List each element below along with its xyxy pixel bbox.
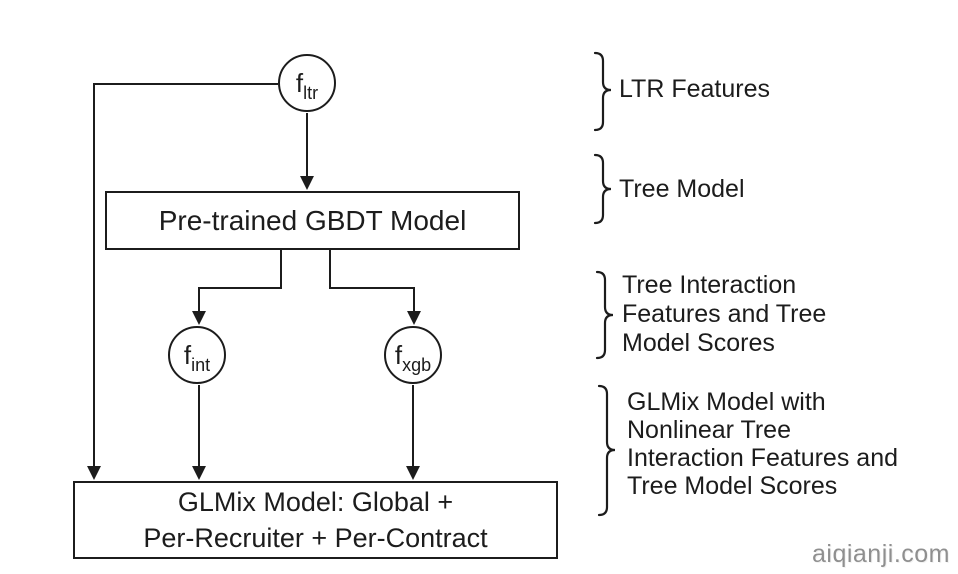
edge-gbdt-to-fxgb-arrow [329,250,421,325]
annotation-line: Interaction Features and [627,444,898,472]
annotation-line: LTR Features [619,75,770,103]
node-glmix-box: GLMix Model: Global + Per-Recruiter + Pe… [73,481,558,559]
curly-brace-ltr-features [593,51,612,132]
node-fint-label: fint [183,340,211,375]
gbdt-box-label: Pre-trained GBDT Model [158,204,467,236]
node-fltr-subscript: ltr [303,83,319,103]
edge-fltr-bypass-to-glmix-arrow [87,83,278,480]
node-fxgb: fxgb [384,326,442,384]
annotation-line: Tree Interaction [622,271,797,299]
curly-brace-tree-interaction [595,270,614,360]
node-fint-subscript: int [191,355,211,375]
node-fint: fint [168,326,226,384]
annotation-glmix-model: GLMix Model with Nonlinear Tree Interact… [627,388,898,500]
node-fltr: fltr [278,54,336,112]
edge-gbdt-to-fint-arrow [192,250,282,325]
node-gbdt-box: Pre-trained GBDT Model [105,191,520,250]
node-fxgb-subscript: xgb [402,355,432,375]
curly-brace-glmix [597,384,616,517]
annotation-line: Tree Model [619,175,745,203]
curly-brace-tree-model [593,153,612,225]
annotation-tree-model: Tree Model [619,175,745,203]
annotation-line: Model Scores [622,329,775,357]
annotation-tree-interaction-features: Tree Interaction Features and Tree Model… [622,271,826,358]
node-fltr-label: fltr [295,68,319,103]
watermark-text: aiqianji.com [811,540,950,568]
glmix-box-label-line2: Per-Recruiter + Per-Contract [143,523,488,553]
annotation-line: GLMix Model with [627,388,826,416]
annotation-line: Tree Model Scores [627,472,838,500]
annotation-line: Nonlinear Tree [627,416,791,444]
annotation-ltr-features: LTR Features [619,75,770,103]
node-fxgb-label: fxgb [394,340,432,375]
glmix-box-label-line1: GLMix Model: Global + [177,487,454,517]
annotation-line: Features and Tree [622,300,827,328]
